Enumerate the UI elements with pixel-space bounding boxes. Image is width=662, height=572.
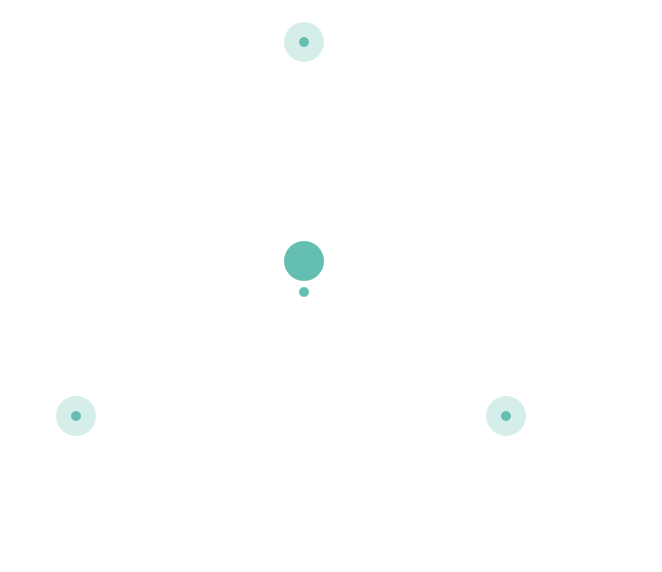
anchor-dot-icon — [299, 287, 309, 297]
drag-handle[interactable] — [284, 241, 324, 281]
target-right[interactable] — [486, 396, 526, 436]
target-dot-icon — [299, 37, 309, 47]
target-left[interactable] — [56, 396, 96, 436]
target-top[interactable] — [284, 22, 324, 62]
target-dot-icon — [71, 411, 81, 421]
target-dot-icon — [501, 411, 511, 421]
